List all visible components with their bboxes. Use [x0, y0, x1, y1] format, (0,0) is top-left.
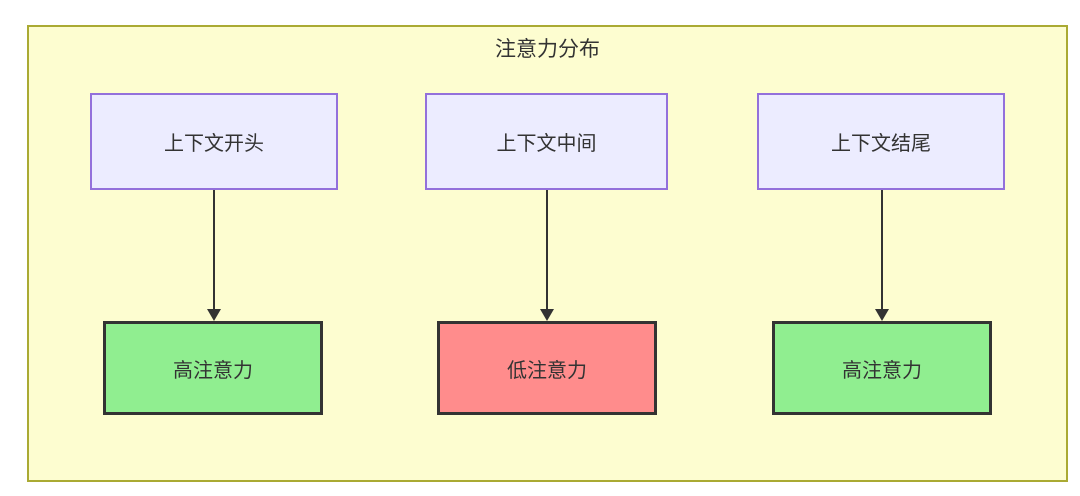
node-label: 低注意力: [507, 359, 587, 382]
node-context-start: 上下文开头: [90, 93, 338, 190]
node-high-attention-left: 高注意力: [103, 321, 323, 415]
diagram-title: 注意力分布: [495, 38, 600, 61]
node-low-attention-middle: 低注意力: [437, 321, 657, 415]
node-context-middle: 上下文中间: [425, 93, 668, 190]
node-label: 上下文中间: [496, 133, 597, 155]
node-high-attention-right: 高注意力: [772, 321, 992, 415]
arrow-middle-to-low-attention: [540, 190, 554, 321]
node-context-end: 上下文结尾: [757, 93, 1005, 190]
node-label: 高注意力: [842, 359, 922, 382]
node-label: 上下文结尾: [831, 133, 931, 155]
arrow-start-to-high-attention: [207, 190, 221, 321]
node-label: 高注意力: [173, 359, 253, 382]
arrow-end-to-high-attention: [875, 190, 889, 321]
node-label: 上下文开头: [164, 133, 264, 155]
